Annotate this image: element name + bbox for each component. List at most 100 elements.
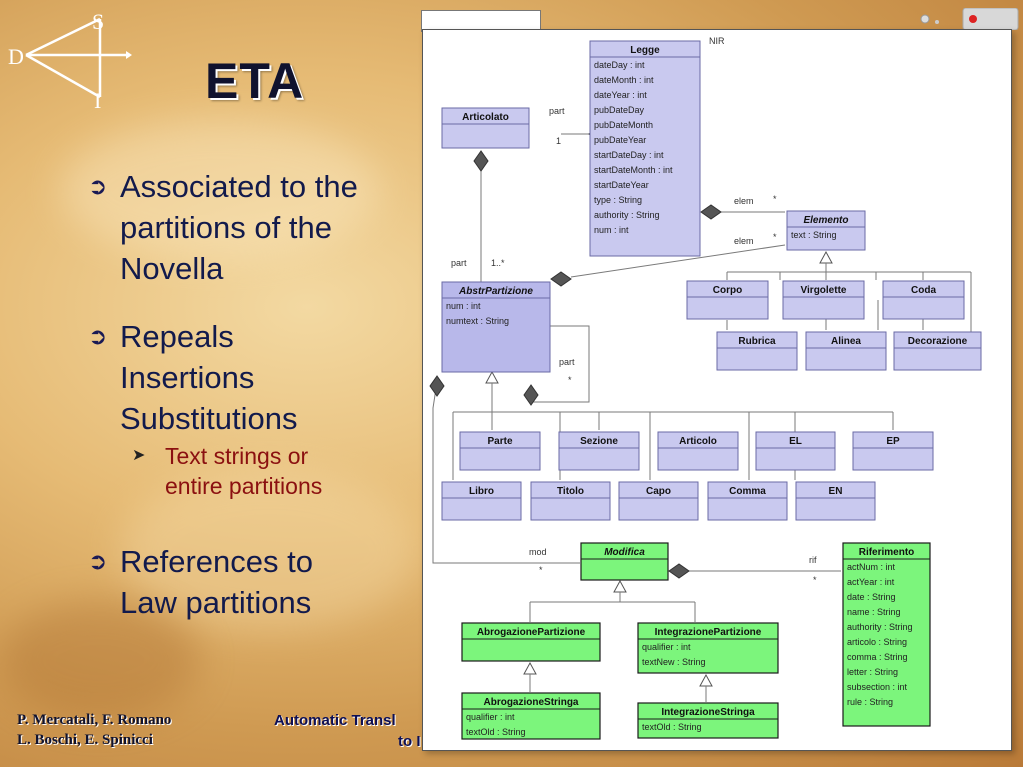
bullet-line: References to (120, 544, 313, 579)
class-attribute: text : String (791, 230, 837, 240)
class-name: Elemento (803, 215, 848, 226)
class-box (589, 40, 701, 257)
class-box (882, 280, 965, 320)
class-coda[interactable]: Coda (882, 280, 965, 320)
class-elemento[interactable]: Elemento text : String (786, 210, 866, 251)
class-rubrica[interactable]: Rubrica (716, 331, 798, 371)
role-label-elem: elem (734, 236, 754, 246)
footer-title-line: to I (398, 733, 421, 750)
bullet-line: Associated to the (120, 169, 358, 204)
class-decorazione[interactable]: Decorazione (893, 331, 982, 371)
class-modifica[interactable]: Modifica (580, 542, 669, 581)
class-integrazionePartizione[interactable]: IntegrazionePartizione qualifier : int tex… (637, 622, 779, 674)
class-box (755, 431, 836, 471)
class-box (441, 481, 522, 521)
class-box (441, 107, 530, 149)
composition-diamond-abstr-elem (550, 271, 572, 287)
class-attribute: date : String (847, 592, 896, 602)
role-label-elem: elem (734, 196, 754, 206)
class-box (782, 280, 865, 320)
class-abrogazionePartizione[interactable]: AbrogazionePartizione (461, 622, 601, 662)
class-attribute: dateMonth : int (594, 75, 654, 85)
class-titolo[interactable]: Titolo (530, 481, 611, 521)
class-box (686, 280, 769, 320)
class-attribute: dateYear : int (594, 90, 647, 100)
generalization-arrow-modifica (613, 579, 627, 593)
class-name: Coda (911, 285, 936, 296)
class-attribute: type : String (594, 195, 642, 205)
class-parte[interactable]: Parte (459, 431, 541, 471)
class-attribute: name : String (847, 607, 901, 617)
footer-title-line: Automatic Transl (274, 712, 396, 729)
generalization-arrow-abstr (485, 370, 499, 384)
class-name: Articolato (462, 112, 509, 123)
bullet-references: ➲ References to Law partitions (88, 541, 418, 623)
composition-diamond-articolato (473, 150, 489, 172)
footer-author-line: P. Mercatali, F. Romano (17, 712, 172, 728)
class-articolato[interactable]: Articolato (441, 107, 530, 149)
class-virgolette[interactable]: Virgolette (782, 280, 865, 320)
logo-letter-i: I (94, 88, 101, 110)
class-name: Rubrica (738, 336, 776, 347)
class-libro[interactable]: Libro (441, 481, 522, 521)
class-box (461, 692, 601, 740)
class-sezione[interactable]: Sezione (558, 431, 640, 471)
bullet-repeals: ➲ Repeals Insertions Substitutions ➤ Tex… (88, 316, 418, 501)
class-attribute: startDateYear (594, 180, 649, 190)
role-label-part: part (451, 258, 467, 268)
class-box (580, 542, 669, 581)
class-ep[interactable]: EP (852, 431, 934, 471)
class-attribute: num : int (446, 301, 481, 311)
role-label-rif: rif (809, 555, 817, 565)
footer-title: Automatic Transl to I (274, 710, 434, 760)
bullet-line: Insertions (120, 360, 255, 395)
class-name: Alinea (831, 336, 861, 347)
bullet-arrow-icon: ➲ (88, 323, 108, 349)
bullet-arrow-icon: ➲ (88, 548, 108, 574)
class-name: Titolo (557, 486, 584, 497)
composition-diamond-modifica (429, 375, 445, 397)
class-en[interactable]: EN (795, 481, 876, 521)
role-label-part: part (549, 106, 565, 116)
logo-letter-d: D (8, 44, 24, 69)
class-el[interactable]: EL (755, 431, 836, 471)
class-capo[interactable]: Capo (618, 481, 699, 521)
class-attribute: authority : String (847, 622, 913, 632)
class-box (637, 702, 779, 739)
multiplicity-label: * (773, 232, 777, 242)
class-attribute: qualifier : int (466, 712, 515, 722)
bullet-list: ➲ Associated to the partitions of the No… (88, 166, 418, 650)
class-box (716, 331, 798, 371)
class-attribute: textNew : String (642, 657, 706, 667)
logo-letter-s: S (92, 9, 104, 34)
class-name: Parte (487, 436, 512, 447)
class-alinea[interactable]: Alinea (805, 331, 887, 371)
class-articolo[interactable]: Articolo (657, 431, 739, 471)
class-name: AbrogazioneStringa (483, 697, 578, 708)
class-box (795, 481, 876, 521)
class-attribute: actNum : int (847, 562, 896, 572)
association-line (432, 381, 580, 564)
sub-bullet-text-strings: ➤ Text strings or entire partitions (120, 441, 418, 501)
class-attribute: textOld : String (642, 722, 702, 732)
class-comma[interactable]: Comma (707, 481, 788, 521)
generalization-arrow-abrogazione (523, 661, 537, 675)
class-corpo[interactable]: Corpo (686, 280, 769, 320)
bullet-line: Novella (120, 251, 224, 286)
class-attribute: startDateMonth : int (594, 165, 673, 175)
generalization-arrow-integrazione (699, 673, 713, 687)
class-attribute: pubDateDay (594, 105, 645, 115)
class-name: AbstrPartizione (458, 286, 533, 297)
class-name: IntegrazionePartizione (655, 627, 762, 638)
class-attribute: num : int (594, 225, 629, 235)
class-name: EP (886, 436, 900, 447)
class-attribute: pubDateYear (594, 135, 646, 145)
class-name: Virgolette (801, 285, 847, 296)
class-attribute: qualifier : int (642, 642, 691, 652)
class-name: EL (789, 436, 802, 447)
